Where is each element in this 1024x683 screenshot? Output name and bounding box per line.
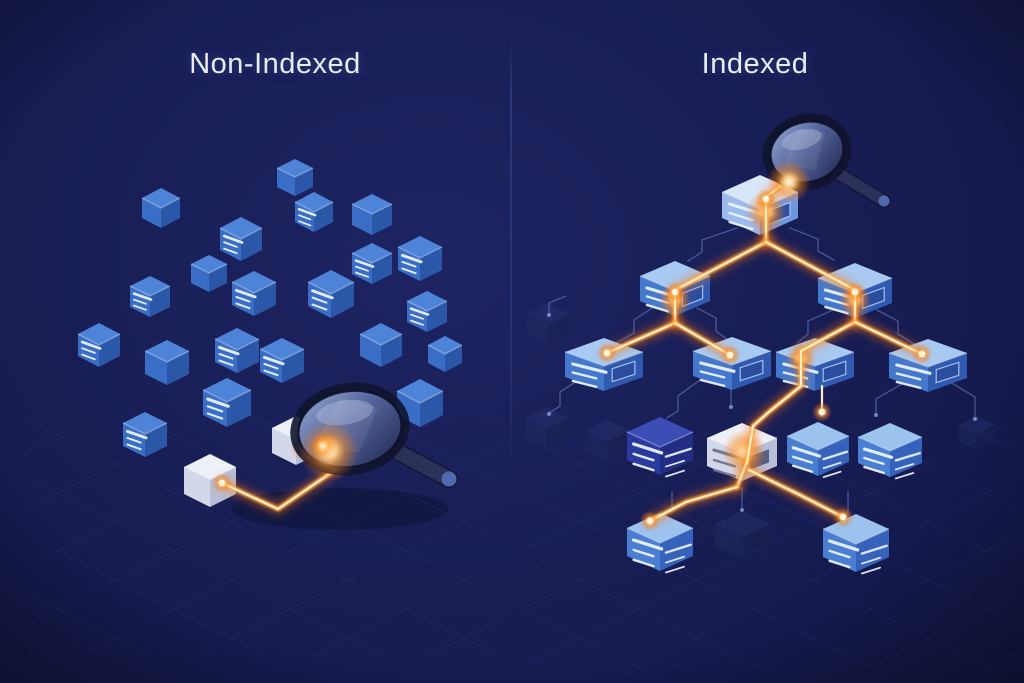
left-panel-title: Non-Indexed [189, 48, 361, 80]
right-panel-title: Indexed [701, 48, 809, 80]
